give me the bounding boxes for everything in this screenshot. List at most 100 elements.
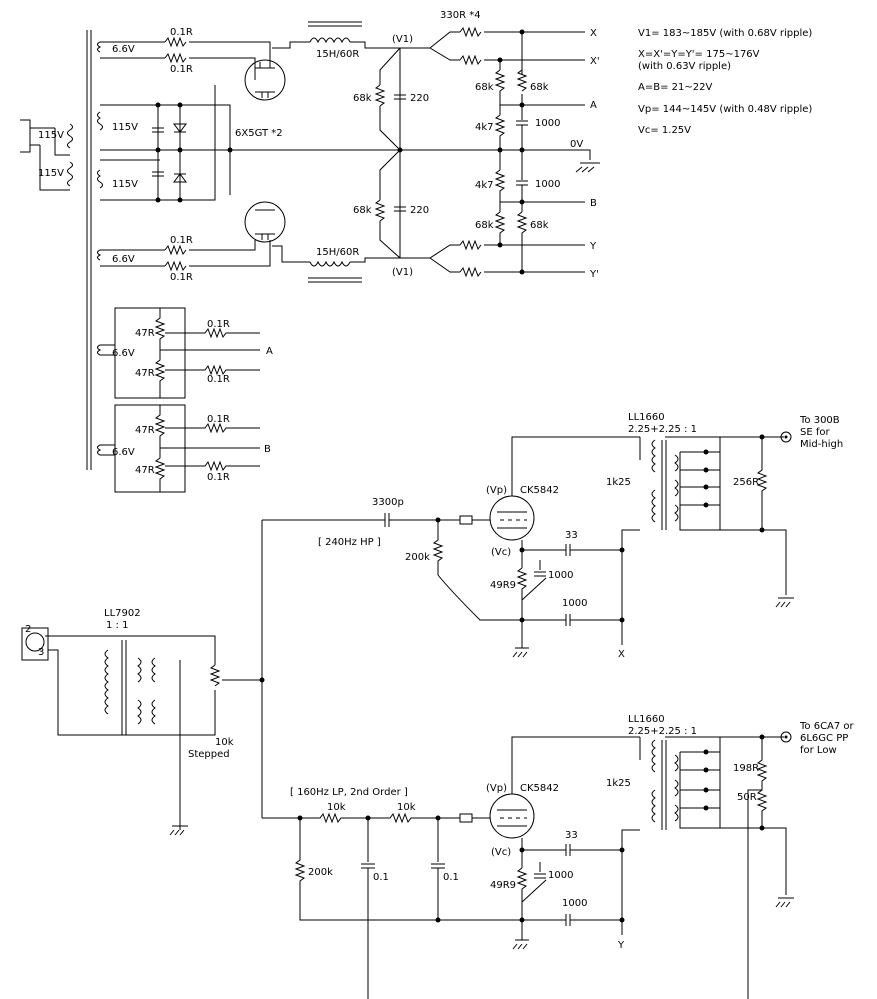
note-ab: A=B= 21~22V <box>638 82 712 93</box>
capacitor-220-label-top: 220 <box>410 93 429 104</box>
capacitor-220-label-bottom: 220 <box>410 205 429 216</box>
upper-channel: 3300p [ 240Hz HP ] 200k (Vp) CK5842 (Vc)… <box>262 412 843 660</box>
upper-output-transformer-ratio: 2.25+2.25 : 1 <box>628 424 697 435</box>
primary-windings: 115V 115V <box>97 85 400 203</box>
lower-c1000b-label: 1000 <box>562 898 587 909</box>
output-0v-label: 0V <box>570 139 583 150</box>
bias-supply-a: 6.6V 47R 47R 0.1R 0.1R A <box>97 307 273 399</box>
lower-channel: [ 160Hz LP, 2nd Order ] 10k 10k 200k 0.1… <box>262 714 855 999</box>
rectifier-label: 6X5GT *2 <box>235 128 283 139</box>
lower-vp-label: (Vp) <box>486 783 507 794</box>
upper-c1000a-label: 1000 <box>548 570 573 581</box>
upper-load-resistor-label: 256R <box>733 477 759 488</box>
lower-1k25-label: 1k25 <box>606 778 631 789</box>
upper-coupling-cap-label: 3300p <box>372 497 404 508</box>
lower-50r-label: 50R <box>737 792 757 803</box>
heater-6v6-bottom-label: 6.6V <box>112 254 135 265</box>
lower-r10k-label-b: 10k <box>397 802 416 813</box>
lower-vc-label: (Vc) <box>491 847 511 858</box>
resistor-68k-label-c: 68k <box>475 82 494 93</box>
xlr-pin3-label: 3 <box>38 647 44 658</box>
lower-200k-label: 200k <box>308 867 333 878</box>
lower-destination-line2: 6L6GC PP <box>800 733 848 744</box>
bias-a-6v6-label: 6.6V <box>112 348 135 359</box>
bias-0r1-label-1: 0.1R <box>207 319 230 330</box>
psu-outputs-top: 330R *4 X X' A 68k 68k 4k7 1000 <box>400 10 600 150</box>
resistor-47r-label-1: 47R <box>135 328 155 339</box>
lower-r10k-label-a: 10k <box>327 802 346 813</box>
output-x-prime-label: X' <box>590 56 600 67</box>
resistor-47r-label-3: 47R <box>135 425 155 436</box>
output-b-label: B <box>590 198 597 209</box>
upper-1k25-label: 1k25 <box>606 477 631 488</box>
lower-filter-label: [ 160Hz LP, 2nd Order ] <box>290 787 408 798</box>
primary-115v-bottom-label: 115V <box>112 179 138 190</box>
input-transformer-label: LL7902 <box>104 608 141 619</box>
psu-0v-line: 0V <box>397 139 600 173</box>
bias-0r1-label-4: 0.1R <box>207 472 230 483</box>
lower-198r-label: 198R <box>733 763 759 774</box>
bias-0r1-label-3: 0.1R <box>207 414 230 425</box>
bias-output-b-label: B <box>264 444 271 455</box>
upper-c33-label: 33 <box>565 530 578 541</box>
note-vc: Vc= 1.25V <box>638 125 691 136</box>
resistor-0r1-label-2: 0.1R <box>170 64 193 75</box>
lower-supply-y-label: Y <box>617 940 625 951</box>
xlr-pin2-label: 2 <box>25 624 31 635</box>
mains-input: 115V 115V <box>20 119 73 191</box>
upper-grid-resistor-label: 200k <box>405 552 430 563</box>
lower-c01-label-b: 0.1 <box>443 872 459 883</box>
output-y-label: Y <box>589 241 597 252</box>
power-supply: 115V 115V 6.6V 0.1R 0.1R 115V 115V <box>20 10 600 470</box>
note-vp: Vp= 144~145V (with 0.48V ripple) <box>638 104 812 115</box>
lower-output-transformer-ratio: 2.25+2.25 : 1 <box>628 726 697 737</box>
rectifier-tube-top <box>244 59 286 101</box>
note-x: X=X'=Y=Y'= 175~176V <box>638 49 760 60</box>
note-x-ripple: (with 0.63V ripple) <box>638 61 731 72</box>
upper-filter-label: [ 240Hz HP ] <box>318 537 381 548</box>
lower-output-transformer-label: LL1660 <box>628 714 665 725</box>
upper-vc-label: (Vc) <box>491 547 511 558</box>
resistor-47r-label-2: 47R <box>135 368 155 379</box>
upper-vp-label: (Vp) <box>486 485 507 496</box>
primary-115v-top-label: 115V <box>112 122 138 133</box>
upper-tube-label: CK5842 <box>520 485 559 496</box>
input-stage: 2 3 LL7902 1 : 1 10k Stepped <box>21 520 265 836</box>
lower-destination-line3: for Low <box>800 745 837 756</box>
v1-top-node-label: (V1) <box>392 34 413 45</box>
lower-destination-line1: To 6CA7 or <box>799 721 855 732</box>
heater-6v6-top-label: 6.6V <box>112 44 135 55</box>
resistor-68k-label-b: 68k <box>353 205 372 216</box>
resistor-0r1-label-1: 0.1R <box>170 27 193 38</box>
upper-supply-x-label: X <box>618 649 625 660</box>
power-transformer-core <box>86 30 92 470</box>
output-x-label: X <box>590 28 597 39</box>
lower-c01-label-a: 0.1 <box>373 872 389 883</box>
note-v1: V1= 183~185V (with 0.68V ripple) <box>638 28 812 39</box>
psu-reservoir-network: 68k 220 68k 220 <box>353 47 429 259</box>
volume-pot-type-label: Stepped <box>188 749 230 760</box>
output-a-label: A <box>590 100 597 111</box>
choke-top: 15H/60R <box>272 21 400 60</box>
input-transformer-ratio: 1 : 1 <box>106 620 128 631</box>
choke-top-label: 15H/60R <box>316 49 359 60</box>
capacitor-1000-label-top: 1000 <box>535 118 560 129</box>
resistor-330r-label: 330R *4 <box>440 10 481 21</box>
bias-b-6v6-label: 6.6V <box>112 447 135 458</box>
upper-output-transformer-label: LL1660 <box>628 412 665 423</box>
upper-destination-line1: To 300B <box>799 415 840 426</box>
bias-0r1-label-2: 0.1R <box>207 374 230 385</box>
volume-pot-label: 10k <box>215 737 234 748</box>
v1-bottom-node-label: (V1) <box>392 267 413 278</box>
resistor-0r1-label-3: 0.1R <box>170 235 193 246</box>
psu-outputs-bottom: 4k7 1000 B 68k 68k Y Y' <box>400 150 599 280</box>
lower-c1000a-label: 1000 <box>548 870 573 881</box>
resistor-4k7-label-top: 4k7 <box>475 122 494 133</box>
mains-115v-bottom-label: 115V <box>38 168 64 179</box>
upper-c1000b-label: 1000 <box>562 598 587 609</box>
heater-winding-bottom: 6.6V 0.1R 0.1R <box>97 235 271 283</box>
heater-winding-top: 6.6V 0.1R 0.1R <box>97 27 271 80</box>
bias-output-a-label: A <box>266 346 273 357</box>
